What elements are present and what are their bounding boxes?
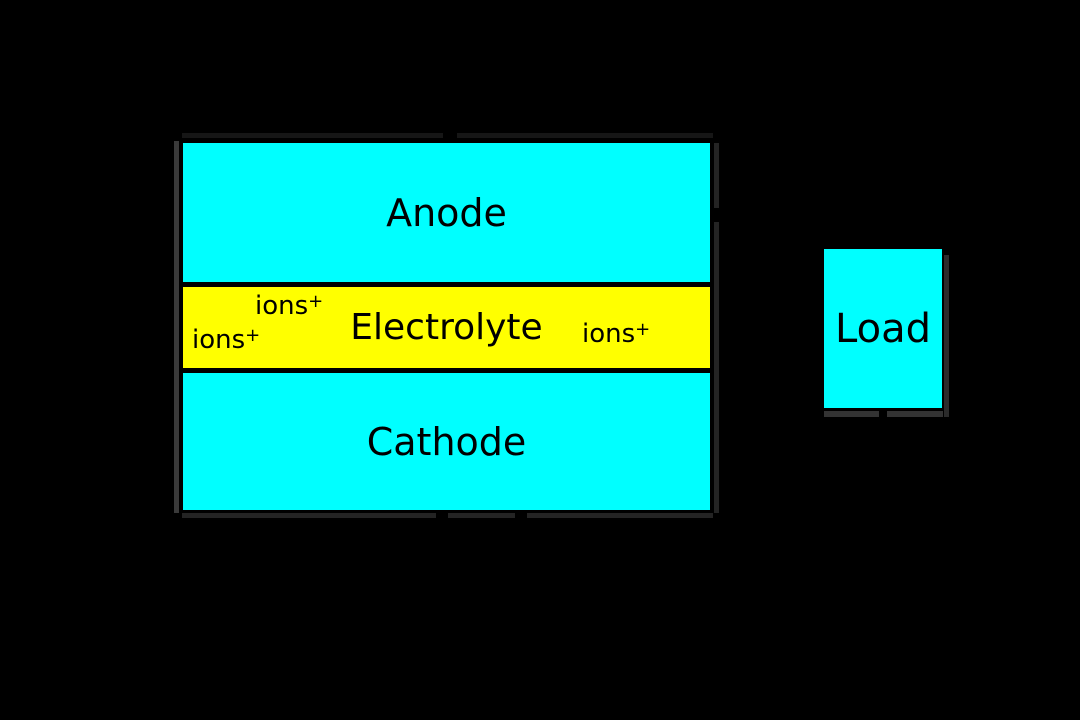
ions-label-text: ions [582,319,636,349]
ions-label-upper-left: ions+ [255,291,324,321]
battery-shadow-right [714,143,719,513]
ions-plus-superscript: + [308,291,324,312]
ions-label-text: ions [255,291,309,321]
electrolyte-region: Electrolyte [183,287,710,368]
wire-gap-bottom-left [436,511,448,519]
ions-label-text: ions [192,325,246,355]
load-box: Load [822,247,944,410]
wire-gap-bottom-right [515,511,527,519]
battery-shadow-left [174,141,179,513]
anode-label: Anode [386,190,507,235]
anode-region: Anode [183,143,710,282]
ions-label-right: ions+ [582,319,651,349]
cathode-label: Cathode [366,419,527,464]
load-shadow-right [944,255,949,417]
load-shadow-bottom-right-segment [887,411,943,417]
wire-gap-top [443,132,457,140]
ions-plus-superscript: + [245,325,261,346]
ions-plus-superscript: + [635,319,651,340]
electrolyte-label: Electrolyte [350,306,543,348]
ions-label-lower-left: ions+ [192,325,261,355]
load-shadow-bottom-left-segment [824,411,879,417]
battery-diagram: Anode Electrolyte Cathode [180,140,713,513]
load-label: Load [835,305,931,352]
cathode-region: Cathode [183,373,710,510]
wire-gap-right [713,208,721,222]
